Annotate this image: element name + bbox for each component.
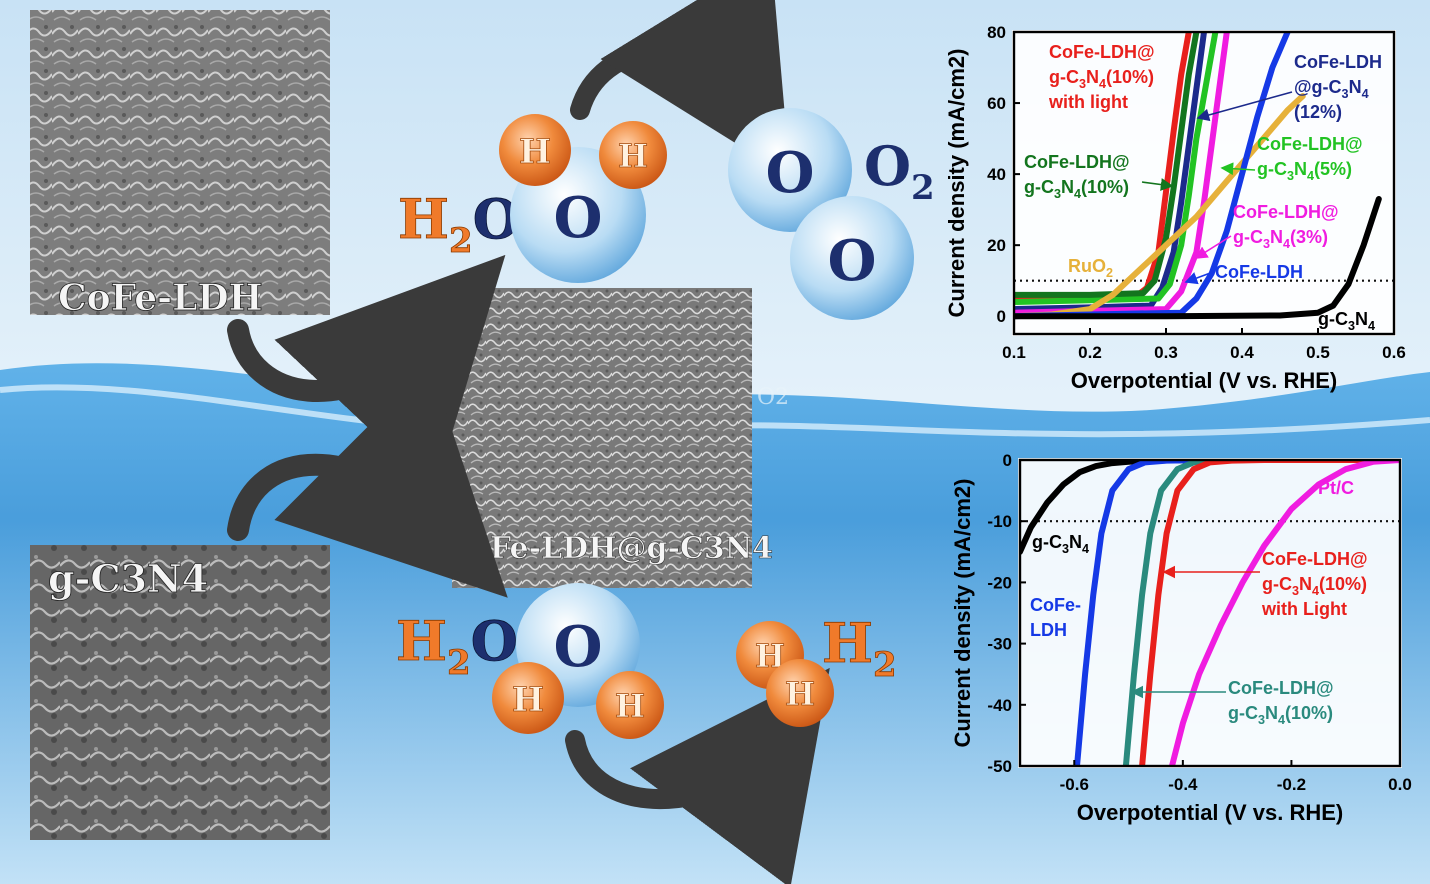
label-arrow bbox=[1220, 162, 1256, 176]
series-label: RuO2 bbox=[1068, 256, 1113, 280]
faint-o2-label: O2 bbox=[757, 385, 789, 410]
series-label: CoFe-LDH@ bbox=[1233, 202, 1339, 222]
label-cofe-ldh: CoFe-LDH bbox=[58, 277, 263, 319]
y-tick-label: 0 bbox=[997, 307, 1006, 326]
plot-frame bbox=[1012, 30, 1396, 336]
series-label: Pt/C bbox=[1318, 478, 1354, 498]
label-arrow bbox=[1196, 91, 1293, 122]
series-label: g-C3N4(10%) bbox=[1049, 67, 1154, 91]
atom-h-text: H bbox=[618, 137, 648, 175]
arrow-oer-reaction bbox=[570, 0, 791, 178]
x-tick-label: 0.2 bbox=[1078, 343, 1102, 362]
series-line bbox=[1169, 460, 1400, 766]
series-label: with light bbox=[1048, 92, 1128, 112]
x-axis-label: Overpotential (V vs. RHE) bbox=[1071, 368, 1338, 393]
atom-h-text: H bbox=[785, 675, 815, 713]
hydrogen-atom-top-1 bbox=[499, 114, 571, 186]
series-label: CoFe- bbox=[1030, 595, 1081, 615]
series-label: CoFe-LDH bbox=[1215, 262, 1303, 282]
atom-o-text: O bbox=[554, 185, 603, 251]
hydrogen-atom-top-2 bbox=[599, 121, 667, 189]
series-label: CoFe-LDH@ bbox=[1257, 134, 1363, 154]
formula-h2: H2 bbox=[822, 611, 897, 685]
y-tick-label: 20 bbox=[987, 236, 1006, 255]
series-label: CoFe-LDH@ bbox=[1024, 152, 1130, 172]
formula-h2o-bottom: H2O bbox=[396, 609, 518, 683]
hydrogen-atom-bottom-1 bbox=[492, 662, 564, 734]
series-line bbox=[1014, 196, 1382, 320]
series-label: CoFe-LDH@ bbox=[1262, 549, 1368, 569]
y-axis-label: Current density (mA/cm2) bbox=[950, 479, 975, 748]
hydrogen-atom-h2-2 bbox=[766, 659, 834, 727]
series-line bbox=[1014, 93, 1306, 320]
her-polarization-chart: -0.6 -0.4 -0.2 0.0 0 -10 -20 -30 -40 -50Overpoten… bbox=[950, 451, 1412, 825]
atom-o-text: O bbox=[766, 140, 815, 206]
label-g-c3n4-text: g-C3N4 bbox=[48, 556, 208, 601]
series-line bbox=[1014, 32, 1219, 305]
label-arrow bbox=[1141, 178, 1174, 191]
atom-o-text: O bbox=[828, 228, 877, 294]
y-axis-label: Current density (mA/cm2) bbox=[944, 49, 969, 318]
oxygen-atom-o2-2 bbox=[790, 196, 914, 320]
x-tick-label: 0.5 bbox=[1306, 343, 1330, 362]
series-label: CoFe-LDH@ bbox=[1228, 678, 1334, 698]
y-tick-label: -10 bbox=[987, 512, 1012, 531]
hydrogen-atom-bottom-2 bbox=[596, 671, 664, 739]
x-tick-label: -0.6 bbox=[1060, 775, 1089, 794]
x-tick-label: 0.0 bbox=[1388, 775, 1412, 794]
series-line bbox=[1014, 32, 1207, 313]
label-arrow bbox=[1184, 271, 1214, 285]
y-tick-label: 0 bbox=[1003, 451, 1012, 470]
series-label: g-C3N4 bbox=[1318, 309, 1375, 333]
series-label: (12%) bbox=[1294, 102, 1342, 122]
label-g-c3n4: g-C3N4 bbox=[48, 556, 208, 601]
x-tick-label: 0.4 bbox=[1230, 343, 1254, 362]
series-label: g-C3N4(10%) bbox=[1262, 574, 1367, 598]
series-label: g-C3N4(3%) bbox=[1233, 227, 1328, 251]
series-label: CoFe-LDH@ bbox=[1049, 42, 1155, 62]
arrow-her-reaction bbox=[565, 667, 830, 884]
label-composite: CoFe-LDH@g-C3N4 bbox=[446, 531, 773, 566]
sem-image-cofe-ldh bbox=[30, 10, 330, 315]
label-arrow bbox=[1194, 235, 1232, 259]
y-tick-label: 40 bbox=[987, 165, 1006, 184]
series-label: g-C3N4(10%) bbox=[1024, 177, 1129, 201]
oxygen-atom-o2-1 bbox=[728, 108, 852, 232]
atom-h-text: H bbox=[615, 687, 645, 725]
formula-o2: O2 bbox=[864, 134, 935, 208]
y-tick-label: -30 bbox=[987, 635, 1012, 654]
series-label: g-C3N4(10%) bbox=[1228, 703, 1333, 727]
x-axis-label: Overpotential (V vs. RHE) bbox=[1077, 800, 1344, 825]
series-label: with Light bbox=[1261, 599, 1347, 619]
x-tick-label: 0.1 bbox=[1002, 343, 1026, 362]
y-tick-label: -50 bbox=[987, 757, 1012, 776]
series-line bbox=[1014, 32, 1200, 298]
series-label: g-C3N4(5%) bbox=[1257, 159, 1352, 183]
atom-o-text: O bbox=[554, 614, 603, 680]
series-label: @g-C3N4 bbox=[1294, 77, 1369, 101]
series-label: LDH bbox=[1030, 620, 1067, 640]
x-tick-label: -0.4 bbox=[1168, 775, 1198, 794]
y-tick-label: 80 bbox=[987, 23, 1006, 42]
oer-polarization-chart: 0.1 0.2 0.3 0.4 0.5 0.6 0 20 40 60 80Overpotential… bbox=[944, 23, 1406, 393]
formula-h2o-top: H2O bbox=[398, 187, 520, 261]
x-tick-label: 0.6 bbox=[1382, 343, 1406, 362]
series-label: CoFe-LDH bbox=[1294, 52, 1382, 72]
atom-h-text: H bbox=[512, 680, 544, 720]
y-tick-label: 60 bbox=[987, 94, 1006, 113]
y-tick-label: -40 bbox=[987, 696, 1012, 715]
atom-h-text: H bbox=[519, 132, 551, 172]
series-label: g-C3N4 bbox=[1032, 532, 1089, 556]
arrow-gc3n4-to-composite bbox=[227, 364, 508, 598]
plot-frame bbox=[1018, 458, 1402, 768]
y-tick-label: -20 bbox=[987, 573, 1012, 592]
x-tick-label: -0.2 bbox=[1277, 775, 1306, 794]
x-tick-label: 0.3 bbox=[1154, 343, 1178, 362]
